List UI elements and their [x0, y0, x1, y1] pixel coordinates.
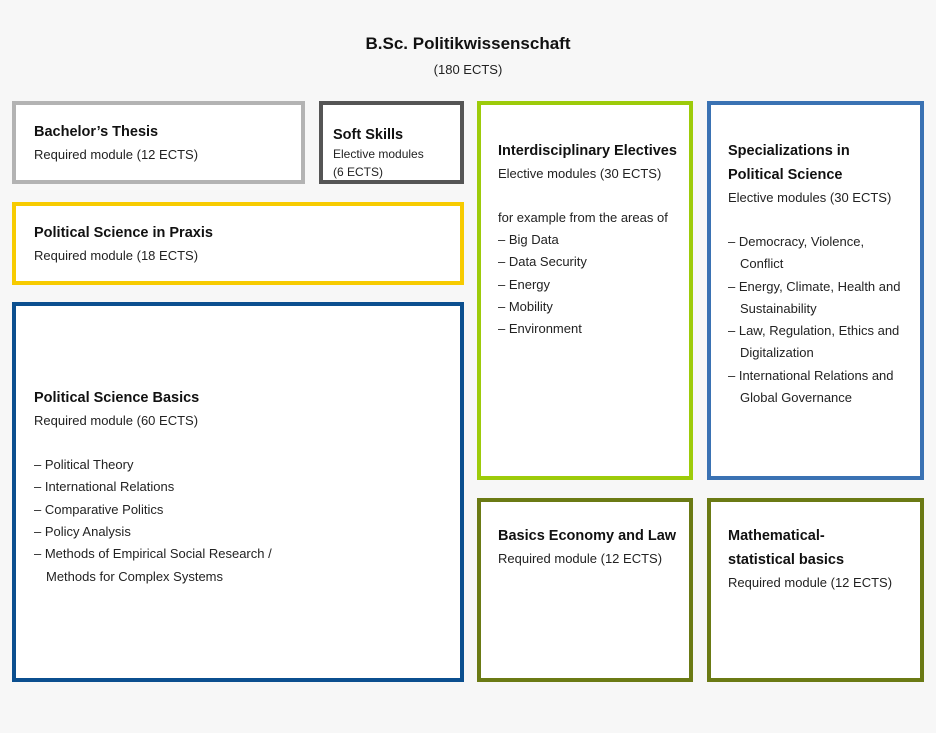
module-desc: Required module (12 ECTS) [728, 575, 893, 590]
topic-item: Methods of Empirical Social Research / M… [34, 543, 304, 588]
module-specializations: Specializations in Political Science Ele… [707, 101, 924, 480]
module-interdisciplinary-electives: Interdisciplinary Electives Elective mod… [477, 101, 693, 480]
module-desc-ects: (6 ECTS) [333, 165, 384, 179]
topic-item: Policy Analysis [34, 521, 304, 543]
topic-item: International Relations and Global Gover… [728, 365, 910, 410]
module-desc: Elective modules (30 ECTS) [498, 166, 662, 181]
module-title: Basics Economy and Law [498, 528, 677, 544]
topic-list: Democracy, Violence, Conflict Energy, Cl… [728, 231, 910, 409]
module-desc: Required module (60 ECTS) [34, 413, 199, 429]
module-intro: for example from the areas of [498, 210, 668, 225]
topic-item: International Relations [34, 476, 304, 498]
topic-item: Comparative Politics [34, 499, 304, 521]
module-title: Political Science in Praxis [34, 224, 213, 241]
module-mathematical-statistical-basics: Mathematical-statistical basics Required… [707, 498, 924, 682]
module-desc: Elective modules [333, 147, 424, 161]
module-basics-economy-law: Basics Economy and Law Required module (… [477, 498, 693, 682]
module-desc: Elective modules (30 ECTS) [728, 190, 892, 205]
module-title: Political Science Basics [34, 390, 200, 407]
module-desc: Required module (12 ECTS) [34, 146, 199, 162]
module-title: Specializations in Political Science [728, 143, 850, 183]
topic-list: Political Theory International Relations… [34, 454, 304, 588]
module-title: Bachelor’s Thesis [34, 123, 159, 140]
module-political-science-in-praxis: Political Science in Praxis Required mod… [12, 202, 464, 285]
topic-item: Energy [498, 274, 689, 296]
module-title: Mathematical-statistical basics [728, 528, 845, 568]
topic-item: Big Data [498, 229, 689, 251]
module-political-science-basics: Political Science Basics Required module… [12, 302, 464, 682]
module-title: Interdisciplinary Electives [498, 143, 677, 159]
topic-item: Mobility [498, 296, 689, 318]
page-title: B.Sc. Politikwissenschaft [365, 34, 571, 53]
page-subtitle: (180 ECTS) [433, 62, 503, 77]
module-soft-skills: Soft Skills Elective modules (6 ECTS) [319, 101, 464, 184]
topic-item: Democracy, Violence, Conflict [728, 231, 880, 276]
topic-item: Political Theory [34, 454, 304, 476]
topic-item: Law, Regulation, Ethics and Digitalizati… [728, 320, 910, 365]
module-title: Soft Skills [333, 127, 404, 143]
module-desc: Required module (12 ECTS) [498, 551, 663, 566]
module-desc: Required module (18 ECTS) [34, 247, 199, 263]
topic-item: Energy, Climate, Health and Sustainabili… [728, 276, 910, 321]
topic-list: Big Data Data Security Energy Mobility E… [498, 229, 689, 340]
topic-item: Data Security [498, 251, 689, 273]
topic-item: Environment [498, 318, 689, 340]
module-bachelors-thesis: Bachelor’s Thesis Required module (12 EC… [12, 101, 305, 184]
